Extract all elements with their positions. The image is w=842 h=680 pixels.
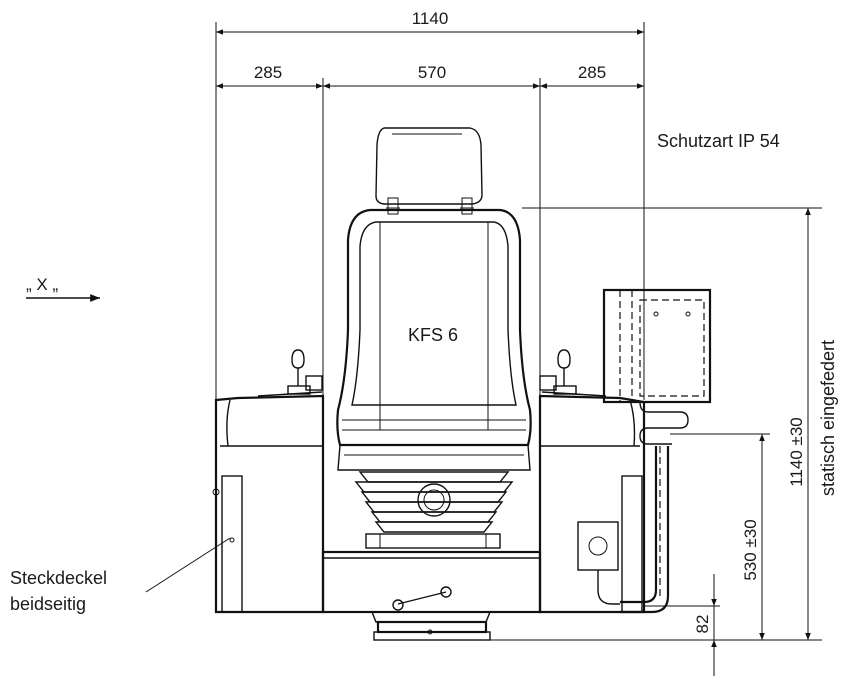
- right-console: [538, 391, 646, 614]
- protection-class-label: Schutzart IP 54: [657, 131, 780, 151]
- view-marker-label: „ X „: [26, 275, 58, 294]
- seat-model-label: KFS 6: [408, 325, 458, 345]
- height-note-label: statisch eingefedert: [818, 340, 838, 496]
- dim-base-height: 82: [693, 615, 712, 634]
- headrest: [375, 127, 483, 215]
- right-joystick: [539, 349, 577, 395]
- connector-plate: [577, 521, 620, 605]
- dim-center-section: 570: [418, 63, 446, 82]
- left-joystick: [287, 349, 323, 395]
- dim-right-section: 285: [578, 63, 606, 82]
- dim-overall-width: 1140: [412, 9, 449, 28]
- left-console: [212, 391, 325, 614]
- cover-label-line1: Steckdeckel: [10, 568, 107, 588]
- right-dimension-lines: [490, 207, 822, 676]
- seat-suspension: [337, 444, 531, 549]
- cover-label-line2: beidseitig: [10, 594, 86, 614]
- dim-left-section: 285: [254, 63, 282, 82]
- base-turntable: [321, 550, 542, 641]
- top-dimension-lines: [215, 22, 645, 400]
- control-box: [602, 288, 712, 614]
- cover-leader-line: [145, 537, 231, 593]
- dim-seat-height: 530 ±30: [741, 519, 760, 580]
- dim-overall-height: 1140 ±30: [787, 417, 806, 487]
